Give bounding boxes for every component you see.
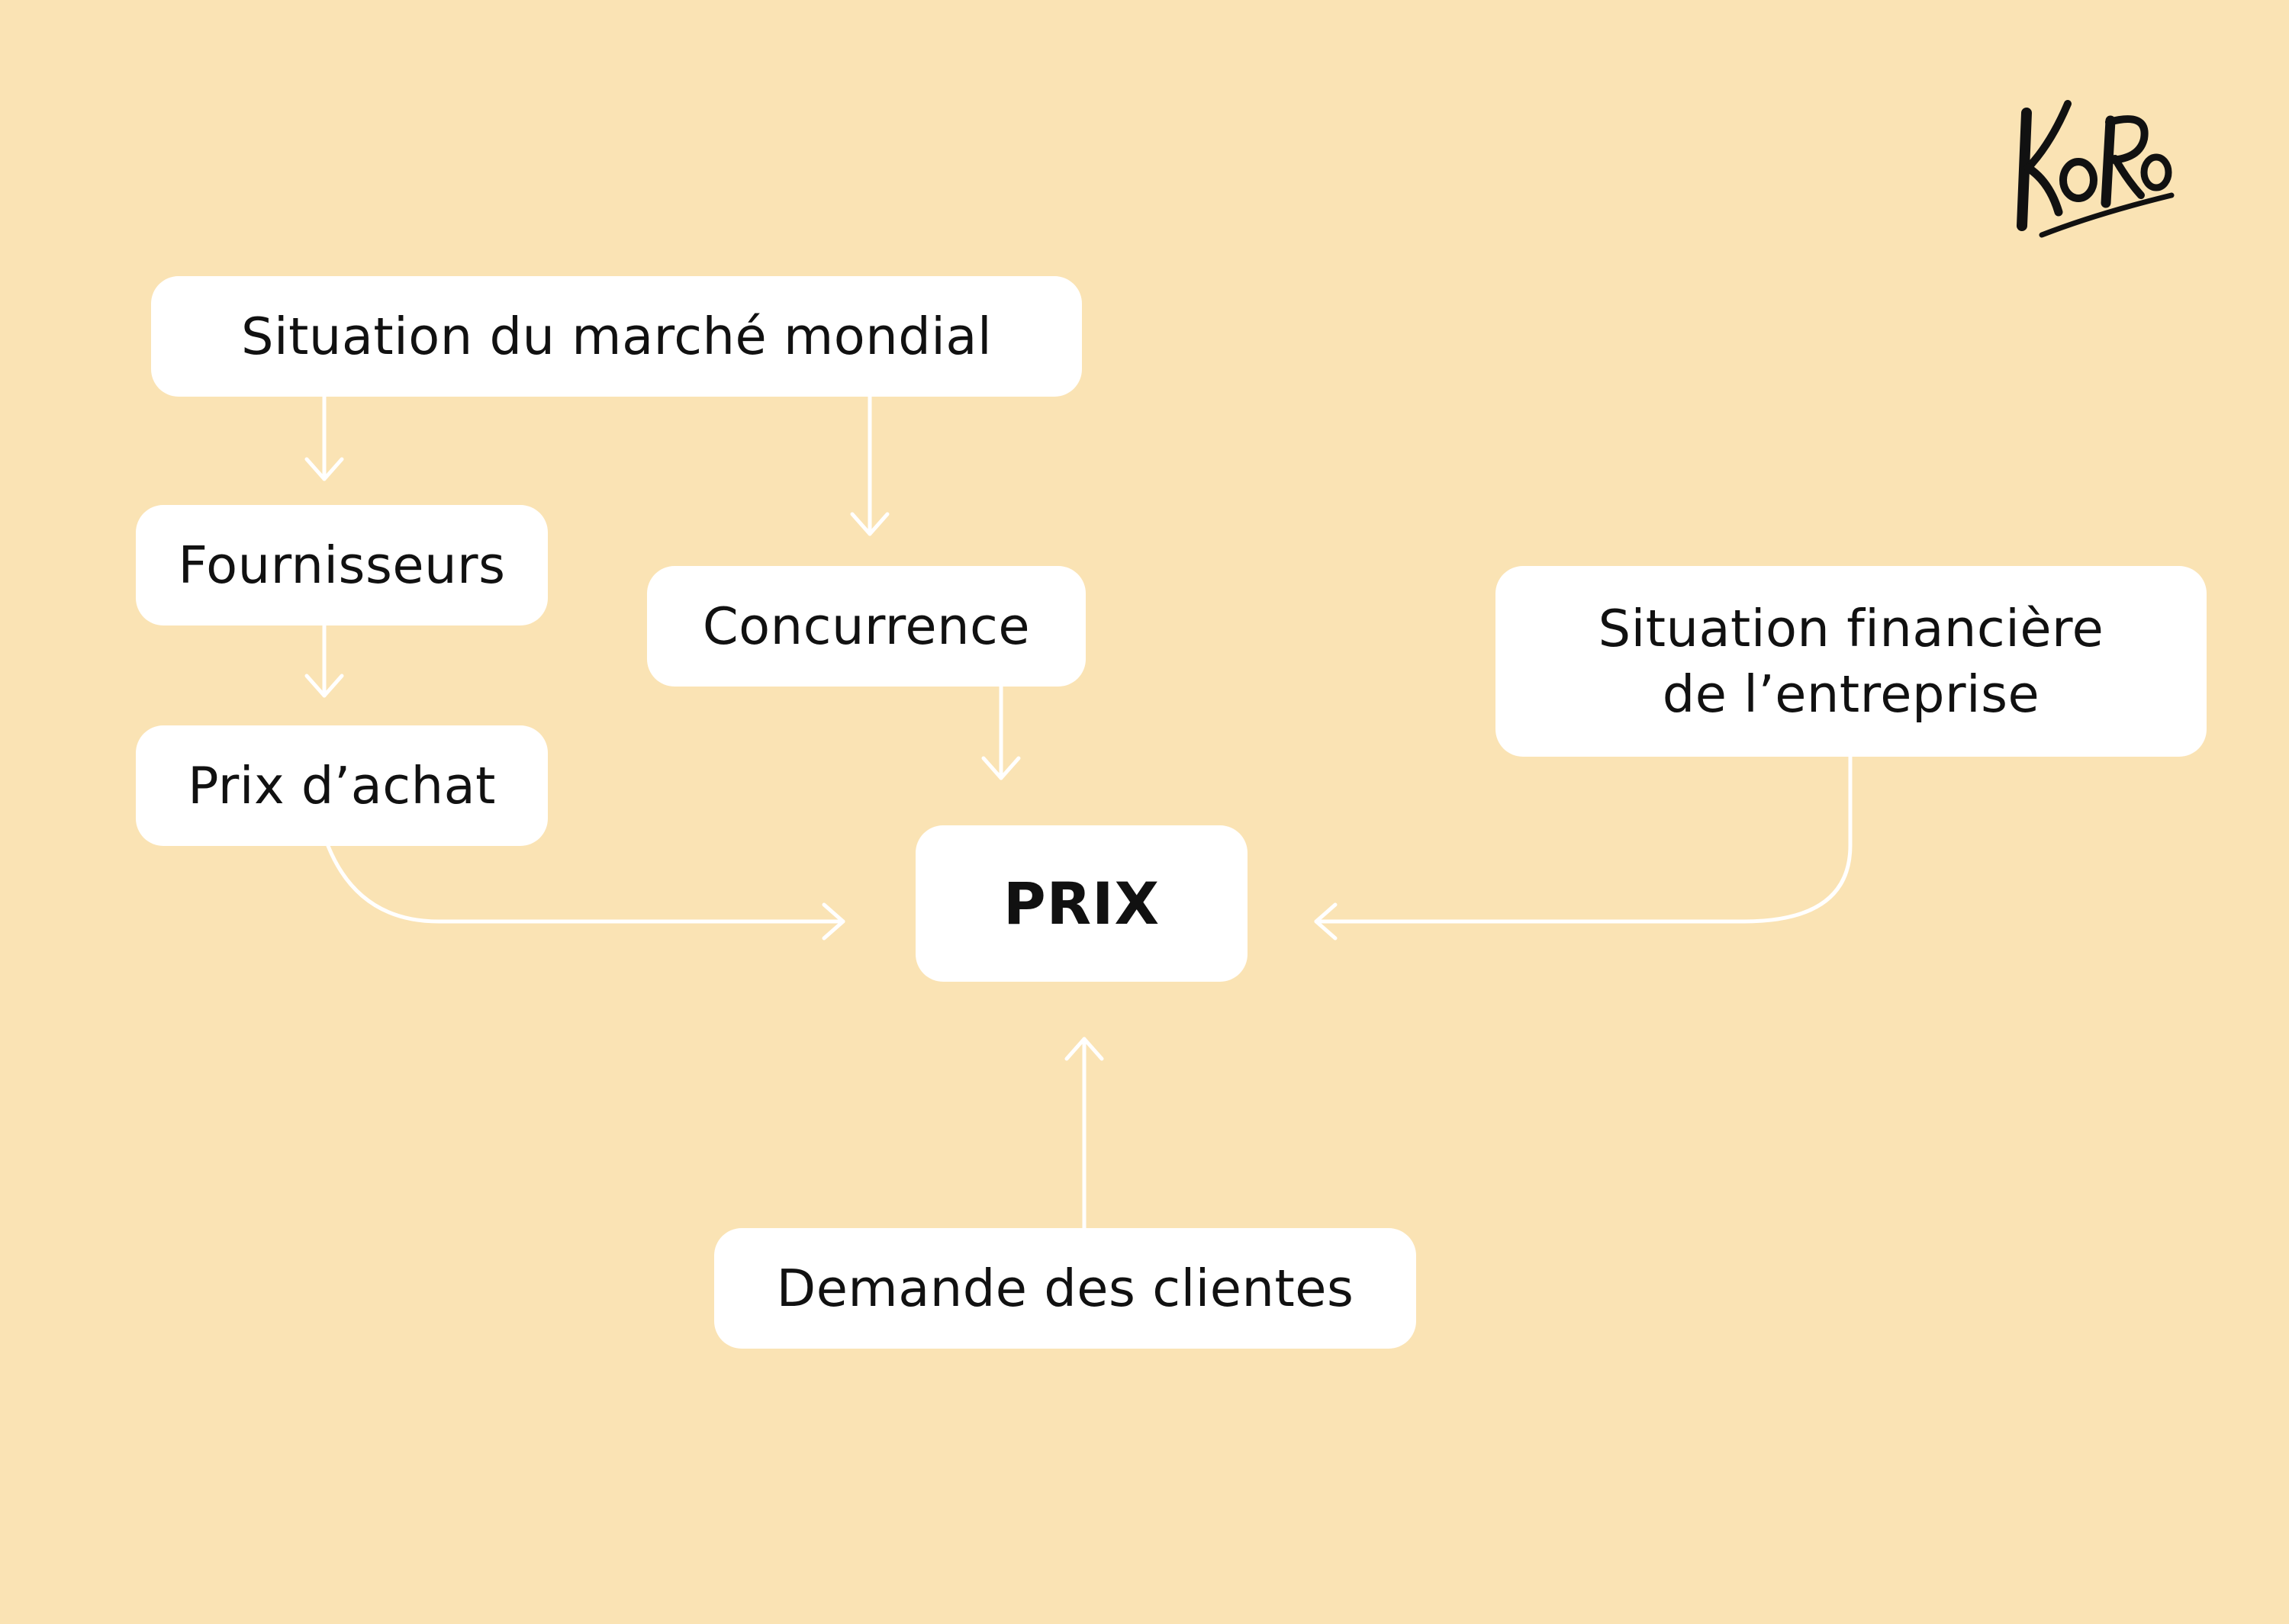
node-label: Situation du marché mondial — [240, 307, 993, 366]
node-label: Concurrence — [702, 597, 1031, 656]
node-fournisseurs: Fournisseurs — [136, 505, 548, 625]
node-label: Demande des clientes — [776, 1259, 1354, 1318]
node-label-line-2: de l’entreprise — [1662, 664, 2040, 724]
edge-achat-prix — [326, 844, 845, 924]
arrowhead-fournisseurs — [304, 457, 344, 481]
node-label: Fournisseurs — [178, 535, 506, 595]
node-label-line-1: Situation financière — [1598, 599, 2104, 658]
node-situation-financiere: Situation financière de l’entreprise — [1495, 566, 2207, 757]
node-label: Prix d’achat — [188, 756, 496, 815]
koro-logo — [2017, 100, 2175, 238]
edge-financiere-prix — [1314, 754, 1853, 924]
arrowhead-financiere-prix — [1314, 902, 1338, 941]
arrowhead-concurrence-prix — [981, 756, 1021, 780]
node-situation-marche-mondial: Situation du marché mondial — [151, 276, 1082, 397]
node-concurrence: Concurrence — [647, 566, 1086, 687]
arrowhead-achat — [304, 674, 344, 698]
arrowhead-achat-prix — [822, 902, 845, 941]
node-label: PRIX — [1003, 869, 1161, 937]
node-demande-clientes: Demande des clientes — [714, 1228, 1416, 1349]
arrowhead-demande-prix — [1064, 1037, 1104, 1061]
node-prix: PRIX — [916, 825, 1248, 982]
arrowhead-concurrence — [850, 512, 890, 536]
node-prix-achat: Prix d’achat — [136, 725, 548, 846]
